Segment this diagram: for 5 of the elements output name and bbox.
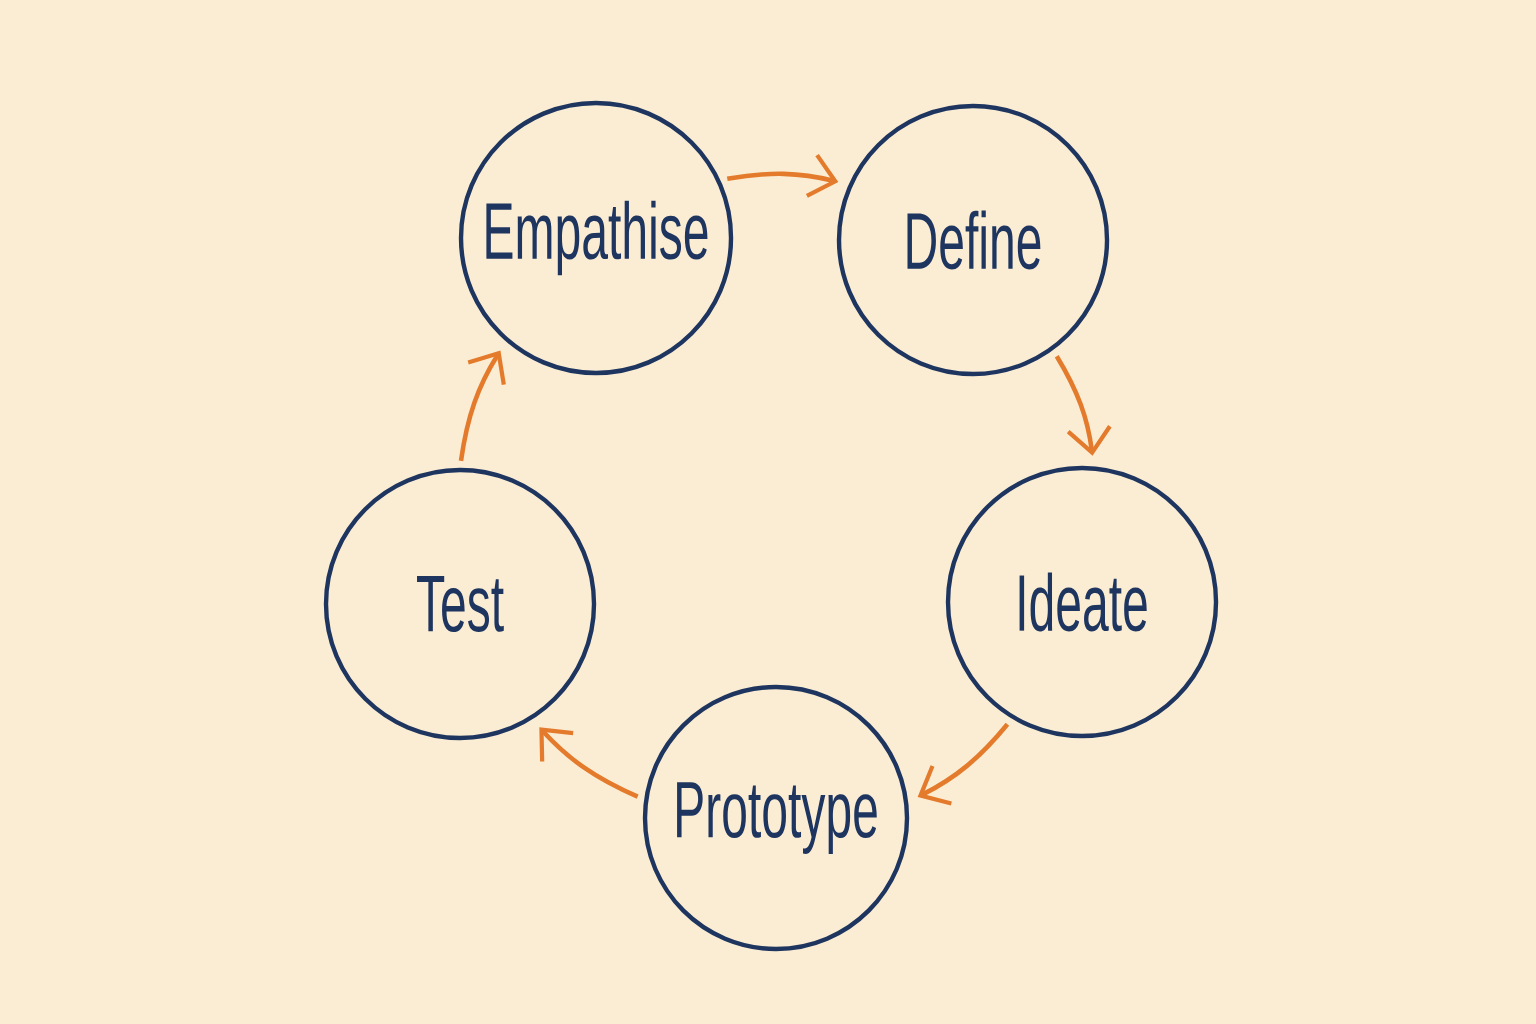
arrow xyxy=(917,722,1010,806)
arrow xyxy=(726,153,839,198)
arrow xyxy=(1054,355,1112,456)
arrow xyxy=(539,727,639,799)
arrow xyxy=(458,350,506,462)
